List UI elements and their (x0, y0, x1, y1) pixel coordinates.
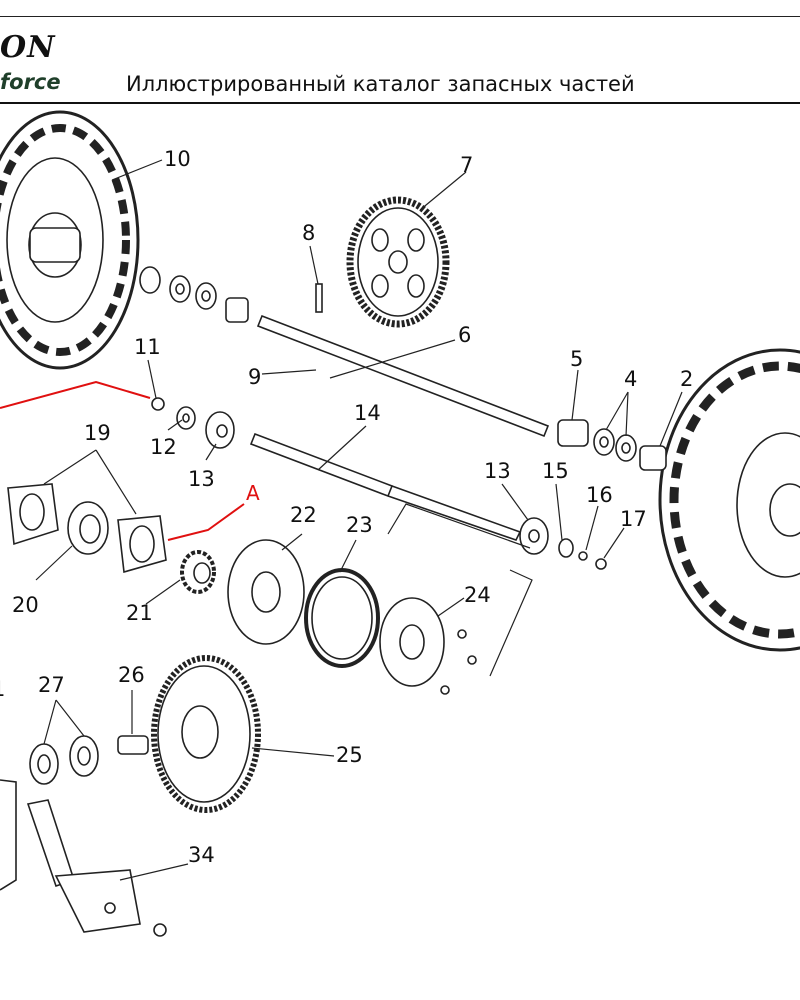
left-wheel (0, 110, 140, 370)
label-16: 16 (586, 483, 613, 507)
brand-logo: ON (0, 30, 56, 65)
right-bushings (557, 419, 667, 471)
label-19: 19 (84, 421, 111, 445)
label-34: 34 (188, 843, 215, 867)
label-24: 24 (464, 583, 491, 607)
label-26: 26 (118, 663, 145, 687)
plate-22 (227, 539, 305, 645)
right-wheel (658, 348, 800, 652)
label-17: 17 (620, 507, 647, 531)
label-1: 1 (0, 677, 5, 701)
hub-21 (180, 550, 216, 594)
brand-logo-sub: force (0, 70, 61, 94)
part-labels: 1 2 4 5 6 7 8 9 10 11 12 13 13 14 15 16 … (0, 147, 693, 867)
label-5: 5 (570, 347, 583, 371)
sprocket-25 (151, 655, 261, 813)
left-wheel-bushings (139, 266, 249, 323)
parts-13-17 (519, 517, 607, 570)
ring-23 (304, 568, 380, 668)
shaft-14 (249, 432, 522, 541)
label-15: 15 (542, 459, 569, 483)
label-20: 20 (12, 593, 39, 617)
label-2: 2 (680, 367, 693, 391)
assembly-bracket (387, 503, 533, 677)
bearing-housings-19 (7, 483, 167, 574)
plate-24 (379, 597, 477, 695)
label-6: 6 (458, 323, 471, 347)
shaft-6 (256, 314, 550, 438)
page-title: Иллюстрированный каталог запасных частей (126, 72, 635, 96)
label-21: 21 (126, 601, 153, 625)
top-rule (0, 16, 800, 17)
seal-20 (67, 501, 109, 555)
key-8 (315, 283, 323, 313)
red-indicator-lines (0, 380, 245, 541)
label-22: 22 (290, 503, 317, 527)
gear-7 (346, 196, 450, 328)
pin-26 (117, 735, 149, 755)
label-13-right: 13 (484, 459, 511, 483)
label-25: 25 (336, 743, 363, 767)
label-13-left: 13 (188, 467, 215, 491)
leader-lines (35, 159, 683, 881)
label-10: 10 (164, 147, 191, 171)
label-4: 4 (624, 367, 637, 391)
label-9: 9 (248, 365, 261, 389)
label-8: 8 (302, 221, 315, 245)
label-23: 23 (346, 513, 373, 537)
header-rule (0, 102, 800, 104)
label-7: 7 (460, 153, 473, 177)
label-27: 27 (38, 673, 65, 697)
label-12: 12 (150, 435, 177, 459)
label-14: 14 (354, 401, 381, 425)
bracket-34 (0, 779, 167, 937)
bearings-27 (29, 735, 99, 785)
parts-11-13 (151, 397, 235, 449)
label-A: A (246, 481, 260, 505)
label-11: 11 (134, 335, 161, 359)
